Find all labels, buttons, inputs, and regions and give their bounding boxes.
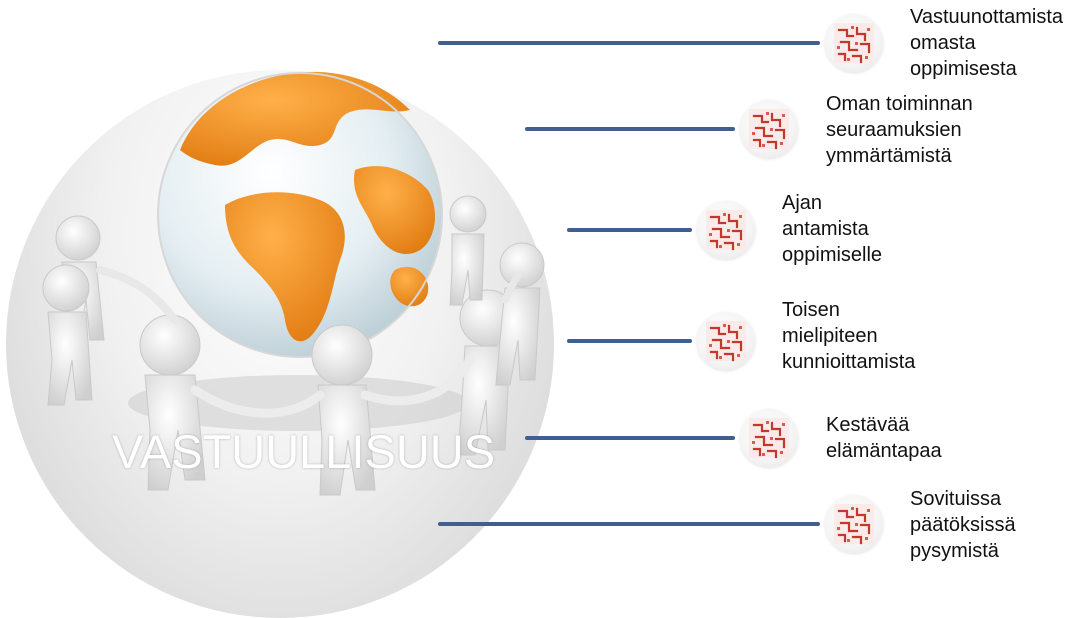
connector-line	[525, 436, 757, 440]
item-node	[697, 312, 755, 370]
item-node	[825, 495, 883, 553]
broken-image-icon	[832, 502, 876, 546]
connector-line	[438, 522, 842, 526]
item-node	[697, 201, 755, 259]
connector-line	[525, 127, 757, 131]
broken-image-icon	[832, 21, 876, 65]
item-node	[740, 409, 798, 467]
broken-image-icon	[747, 416, 791, 460]
connector-line	[567, 339, 714, 343]
item-node	[825, 14, 883, 72]
connector-line	[438, 41, 842, 45]
item-node	[740, 100, 798, 158]
connector-line	[567, 228, 714, 232]
globe-with-people-image	[42, 71, 545, 496]
diagram-title: VASTUULLISUUS	[112, 425, 496, 478]
broken-image-icon	[704, 319, 748, 363]
broken-image-icon	[704, 208, 748, 252]
broken-image-icon	[747, 107, 791, 151]
